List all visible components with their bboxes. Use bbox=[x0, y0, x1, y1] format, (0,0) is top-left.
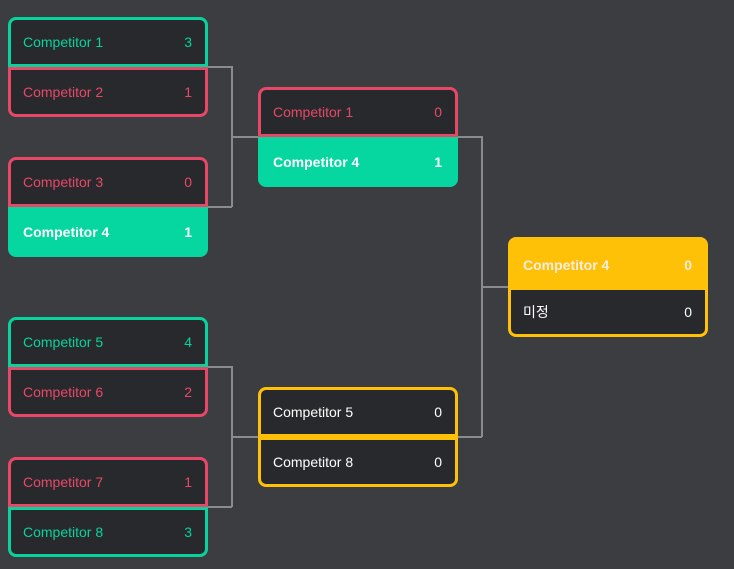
competitor-name: 미정 bbox=[523, 304, 549, 320]
competitor-score: 2 bbox=[184, 384, 192, 400]
match-r1m2-slot-2[interactable]: Competitor 4 1 bbox=[8, 207, 208, 257]
connector-r2-r3 bbox=[457, 136, 508, 438]
match-r2m2-slot-1[interactable]: Competitor 5 0 bbox=[258, 387, 458, 437]
competitor-name: Competitor 8 bbox=[23, 524, 104, 540]
match-r1m2-slot-1[interactable]: Competitor 3 0 bbox=[8, 157, 208, 207]
competitor-score: 3 bbox=[184, 34, 192, 50]
competitor-name: Competitor 2 bbox=[23, 84, 104, 100]
competitor-score: 0 bbox=[434, 404, 442, 420]
competitor-score: 0 bbox=[434, 454, 442, 470]
match-r1m4-slot-1[interactable]: Competitor 7 1 bbox=[8, 457, 208, 507]
competitor-name: Competitor 5 bbox=[23, 334, 104, 350]
competitor-name: Competitor 4 bbox=[23, 224, 110, 240]
competitor-score: 0 bbox=[684, 304, 692, 320]
match-r1m1-slot-1[interactable]: Competitor 1 3 bbox=[8, 17, 208, 67]
match-r1m4-slot-2[interactable]: Competitor 8 3 bbox=[8, 507, 208, 557]
competitor-score: 1 bbox=[184, 474, 192, 490]
competitor-name: Competitor 7 bbox=[23, 474, 104, 490]
competitor-score: 1 bbox=[184, 84, 192, 100]
competitor-name: Competitor 6 bbox=[23, 384, 104, 400]
competitor-name: Competitor 4 bbox=[523, 257, 610, 273]
competitor-score: 0 bbox=[184, 174, 192, 190]
match-final-slot-1[interactable]: Competitor 4 0 bbox=[508, 237, 708, 290]
competitor-name: Competitor 5 bbox=[273, 404, 354, 420]
competitor-name: Competitor 3 bbox=[23, 174, 104, 190]
competitor-name: Competitor 1 bbox=[273, 104, 354, 120]
match-r2m1-slot-1[interactable]: Competitor 1 0 bbox=[258, 87, 458, 137]
match-final-slot-2[interactable]: 미정 0 bbox=[508, 287, 708, 337]
competitor-score: 3 bbox=[184, 524, 192, 540]
competitor-name: Competitor 1 bbox=[23, 34, 104, 50]
match-r1m3-slot-2[interactable]: Competitor 6 2 bbox=[8, 367, 208, 417]
competitor-score: 1 bbox=[184, 224, 192, 240]
match-r1m3-slot-1[interactable]: Competitor 5 4 bbox=[8, 317, 208, 367]
connector-r1m1-r2m1 bbox=[207, 66, 258, 208]
competitor-score: 1 bbox=[434, 154, 442, 170]
competitor-score: 4 bbox=[184, 334, 192, 350]
connector-r1m2-r2m2 bbox=[207, 366, 258, 508]
match-r1m1-slot-2[interactable]: Competitor 2 1 bbox=[8, 67, 208, 117]
competitor-name: Competitor 8 bbox=[273, 454, 354, 470]
competitor-score: 0 bbox=[434, 104, 442, 120]
match-r2m2-slot-2[interactable]: Competitor 8 0 bbox=[258, 437, 458, 487]
competitor-score: 0 bbox=[684, 257, 692, 273]
match-r2m1-slot-2[interactable]: Competitor 4 1 bbox=[258, 137, 458, 187]
competitor-name: Competitor 4 bbox=[273, 154, 360, 170]
